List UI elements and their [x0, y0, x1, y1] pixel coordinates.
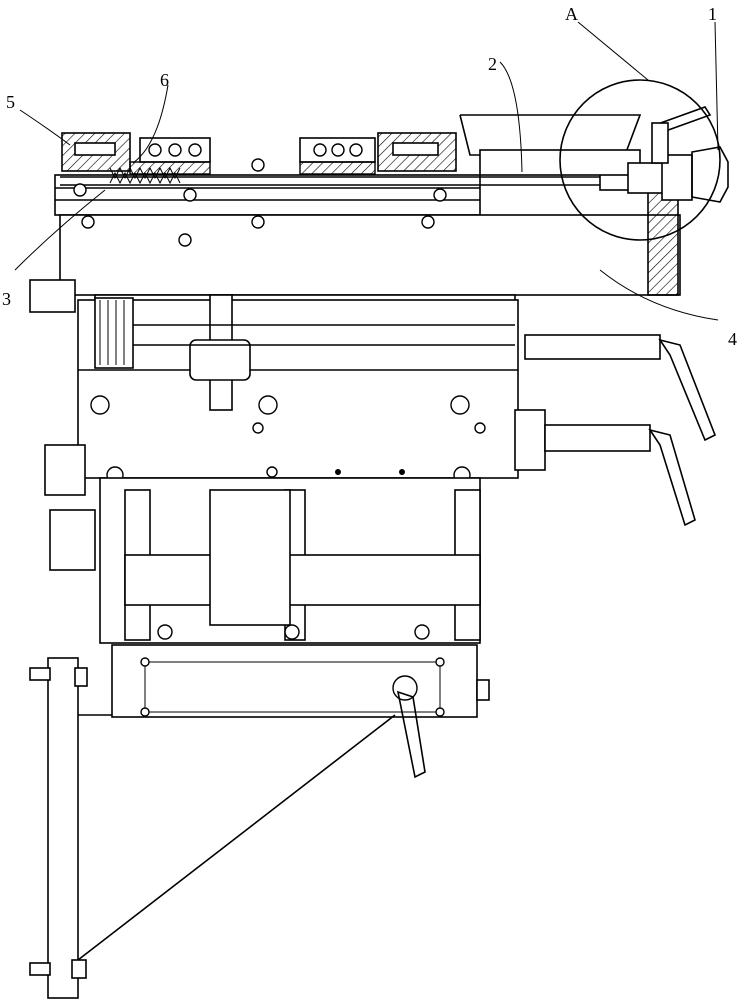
- base-plate: [111, 644, 490, 779]
- main-housing: [59, 174, 681, 479]
- top-slide-assembly: [54, 132, 481, 216]
- label-2: 2: [488, 54, 497, 74]
- label-1: 1: [708, 4, 717, 24]
- clamp-bolts: [148, 143, 363, 157]
- label-5: 5: [6, 92, 15, 112]
- housing-screws: [73, 158, 486, 484]
- label-6: 6: [160, 70, 169, 90]
- spring: [109, 166, 181, 185]
- gear-train: [29, 279, 134, 571]
- label-4: 4: [728, 329, 737, 349]
- label-3: 3: [2, 289, 11, 309]
- support-bracket: [29, 657, 396, 999]
- leader-lines: [14, 21, 719, 321]
- callout-labels: 1 2 3 4 5 6 A: [2, 4, 737, 349]
- label-a: A: [565, 4, 578, 24]
- handles: [514, 334, 717, 527]
- central-shaft: [133, 294, 515, 411]
- lower-frame: [99, 477, 481, 644]
- hopper: [459, 114, 642, 176]
- detail-a-circle: [559, 79, 729, 241]
